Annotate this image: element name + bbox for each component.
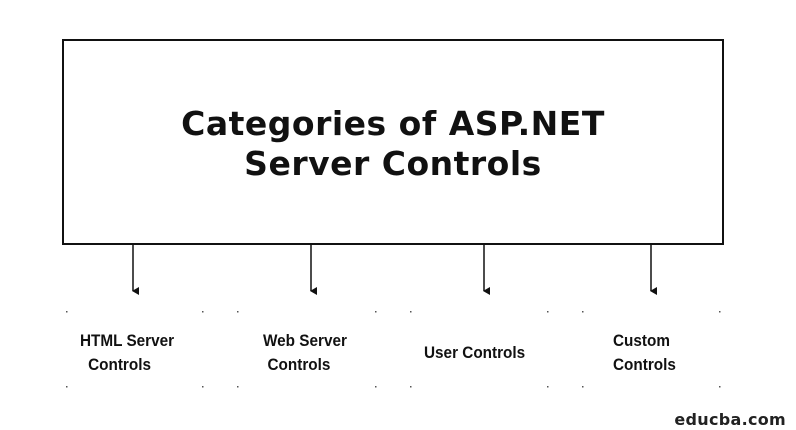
- root-category-box: Categories of ASP.NET Server Controls: [62, 39, 724, 245]
- category-label-line-2: Controls: [267, 355, 331, 374]
- title-line-1: Categories of ASP.NET: [181, 104, 605, 143]
- category-label-line-1: User Controls: [424, 343, 526, 362]
- category-label-line-2: Controls: [613, 355, 676, 374]
- title-line-2: Server Controls: [244, 144, 542, 183]
- category-user-controls: User Controls: [424, 341, 525, 365]
- category-label-line-1: Custom: [613, 331, 670, 350]
- category-label-line-2: Controls: [88, 355, 152, 374]
- watermark: educba.com: [674, 410, 786, 429]
- diagram-title: Categories of ASP.NET Server Controls: [181, 104, 605, 184]
- category-label-line-1: Web Server: [263, 331, 347, 350]
- category-custom-controls: Custom Controls: [613, 329, 676, 377]
- category-html-server-controls: HTML Server Controls: [80, 329, 174, 377]
- category-web-server-controls: Web Server Controls: [263, 329, 347, 377]
- category-label-line-1: HTML Server: [80, 331, 175, 350]
